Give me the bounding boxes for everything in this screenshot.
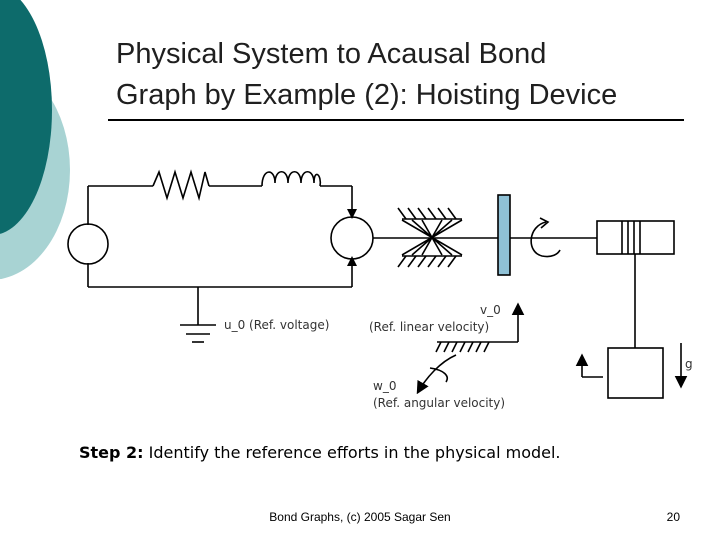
gravity-label: g	[685, 357, 693, 371]
angular-velocity-label: (Ref. angular velocity)	[373, 396, 505, 410]
hoisting-device-diagram: u_0 (Ref. voltage) v_0 (Ref. linear velo…	[67, 169, 693, 410]
load-mass	[607, 347, 664, 399]
linear-velocity-symbol: v_0	[480, 303, 501, 317]
rotation-arrow	[530, 221, 561, 258]
ground-reference-label: u_0 (Ref. voltage)	[224, 318, 329, 332]
title-line-2: Graph by Example (2): Hoisting Device	[116, 79, 618, 111]
decorative-shapes	[0, 0, 70, 280]
title-line-1: Physical System to Acausal Bond	[116, 38, 547, 70]
circuit-wires	[87, 185, 353, 325]
title-underline	[108, 119, 684, 121]
angular-reference-symbol	[416, 354, 457, 395]
angular-velocity-symbol: w_0	[373, 379, 396, 393]
bearing-coupling	[397, 207, 463, 268]
shaft-disc	[497, 194, 511, 276]
voltage-source	[67, 223, 109, 265]
linear-velocity-label: (Ref. linear velocity)	[369, 320, 489, 334]
motor-bottom-arrow	[347, 256, 357, 266]
step-label: Step 2:	[79, 443, 144, 462]
deco-dark-shape	[0, 0, 52, 234]
step-description: Step 2: Identify the reference efforts i…	[79, 443, 699, 462]
motor-top-arrow	[347, 209, 357, 219]
electrical-ground	[180, 324, 216, 343]
resistor	[152, 169, 210, 202]
footer-credit: Bond Graphs, (c) 2005 Sagar Sen	[269, 510, 451, 524]
inductor	[261, 170, 322, 187]
linear-reference-ground	[435, 302, 525, 353]
step-text: Identify the reference efforts in the ph…	[143, 443, 561, 462]
load-reference-arrow	[575, 353, 603, 378]
slide-title: Physical System to Acausal Bond Graph by…	[116, 34, 696, 116]
cable-drum	[596, 220, 675, 255]
dc-motor	[330, 216, 374, 260]
page-number: 20	[666, 510, 680, 524]
